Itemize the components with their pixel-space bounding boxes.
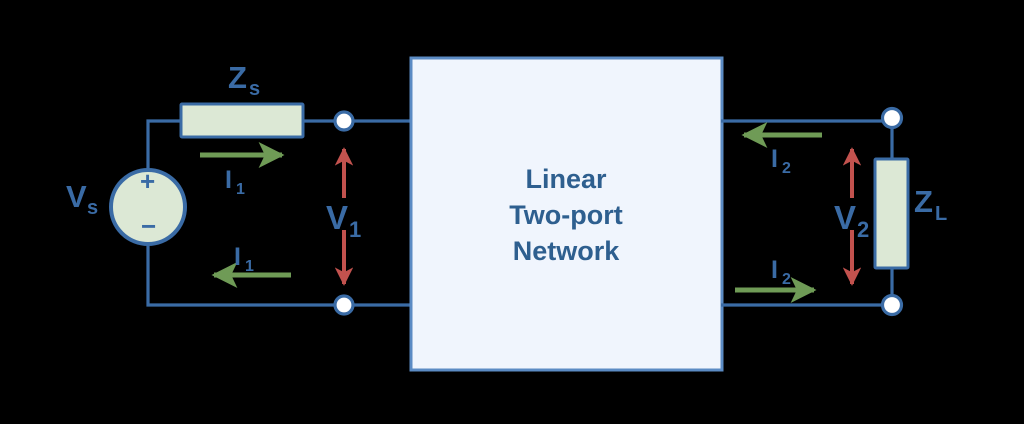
voltage-source-vs: + − V s [66,166,187,246]
zl-label: Z [914,184,933,219]
i2-top-label-subscript: 2 [782,160,791,177]
v1-label: V [326,199,348,236]
series-impedance-zs: Z s [179,60,305,139]
vs-plus-sign: + [140,166,155,196]
vs-circle [109,168,187,246]
port1-top-terminal-node [333,110,355,132]
zs-body [179,102,305,139]
port2-voltage-arrow: V 2 [834,147,869,286]
i2-top-label: I [771,145,778,173]
vs-label: V [66,179,87,214]
port2-top-terminal-node [880,106,904,130]
zl-label-subscript: L [935,203,947,225]
port2-terminals [880,106,904,317]
v2-label-subscript: 2 [857,217,869,242]
zs-label: Z [228,60,247,95]
port1-terminals [333,110,355,316]
i1-bottom-label-subscript: 1 [245,258,254,275]
i2-bottom-label-subscript: 2 [782,271,791,288]
port1-voltage-arrow: V 1 [326,147,361,286]
port1-bottom-terminal-node [333,294,355,316]
load-impedance-zl: Z L [873,157,947,270]
vs-label-subscript: s [87,197,98,219]
network-box-line-2: Two-port [509,200,622,230]
port1-current-arrows: I 1 I 1 [200,142,291,288]
network-box-body [409,56,724,372]
network-box-line-1: Linear [525,164,607,194]
left-loop-wires [146,119,412,307]
v1-label-subscript: 1 [349,217,361,242]
i2-bottom-label: I [771,256,778,284]
zl-body [873,157,910,270]
i1-bottom-label: I [234,243,241,271]
i1-top-label-subscript: 1 [236,181,245,198]
v2-label: V [834,199,856,236]
i1-top-label: I [225,166,232,194]
wire-source-to-port1-bottom [146,245,412,307]
wire-source-to-zs [146,119,182,169]
vs-minus-sign: − [141,211,156,241]
network-box-line-3: Network [513,236,621,266]
two-port-network-box: Linear Two-port Network [409,56,724,372]
right-loop-wires [721,119,894,307]
port2-current-arrows: I 2 I 2 [735,122,822,303]
zs-label-subscript: s [249,78,260,100]
port2-bottom-terminal-node [880,293,904,317]
